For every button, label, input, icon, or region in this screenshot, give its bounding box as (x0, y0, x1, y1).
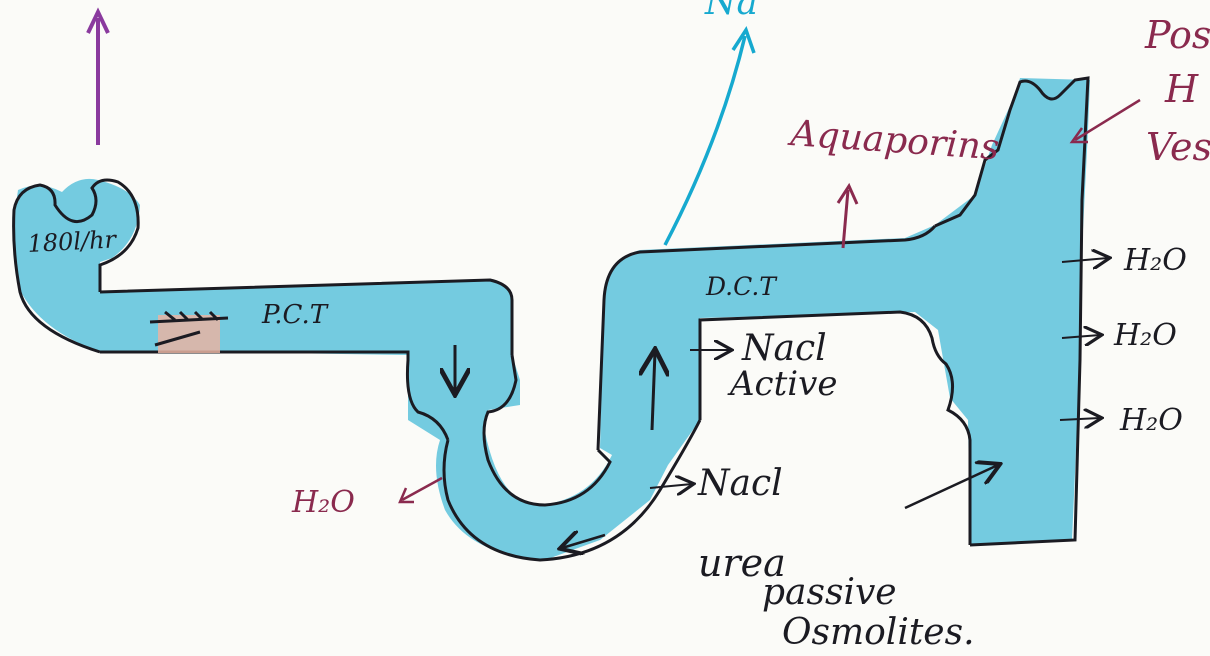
nacl-passive-label: Nacl (697, 463, 783, 504)
aquaporin-arrow (843, 190, 848, 248)
h2o-right-label-2: H₂O (1113, 318, 1177, 353)
dct-inner (700, 312, 970, 545)
passive-label: passive (762, 572, 897, 613)
dct-label: D.C.T (705, 272, 778, 301)
h2o-right-label-3: H₂O (1119, 403, 1183, 438)
pct-label: P.C.T (261, 300, 329, 330)
cyan-na-arrow (665, 36, 745, 245)
h2o-right-label-1: H₂O (1123, 243, 1187, 278)
h2o-left-arrow (402, 478, 442, 500)
aquaporins-label: Aquaporins (786, 113, 1000, 169)
h2o-left-label: H₂O (291, 485, 355, 520)
glomerular-filtration-label: 180l/hr (27, 225, 118, 258)
posterior-label-partial: Pos (1144, 13, 1210, 57)
osmolites-label: Osmolites. (782, 612, 975, 653)
nacl-active-label: Nacl (741, 328, 827, 369)
pct-outline-bottom (100, 352, 448, 440)
h-label-partial: H (1164, 67, 1199, 111)
active-label: Active (727, 364, 837, 404)
ves-label-partial: Ves (1146, 125, 1210, 169)
na-label-partial: Na (704, 0, 758, 23)
